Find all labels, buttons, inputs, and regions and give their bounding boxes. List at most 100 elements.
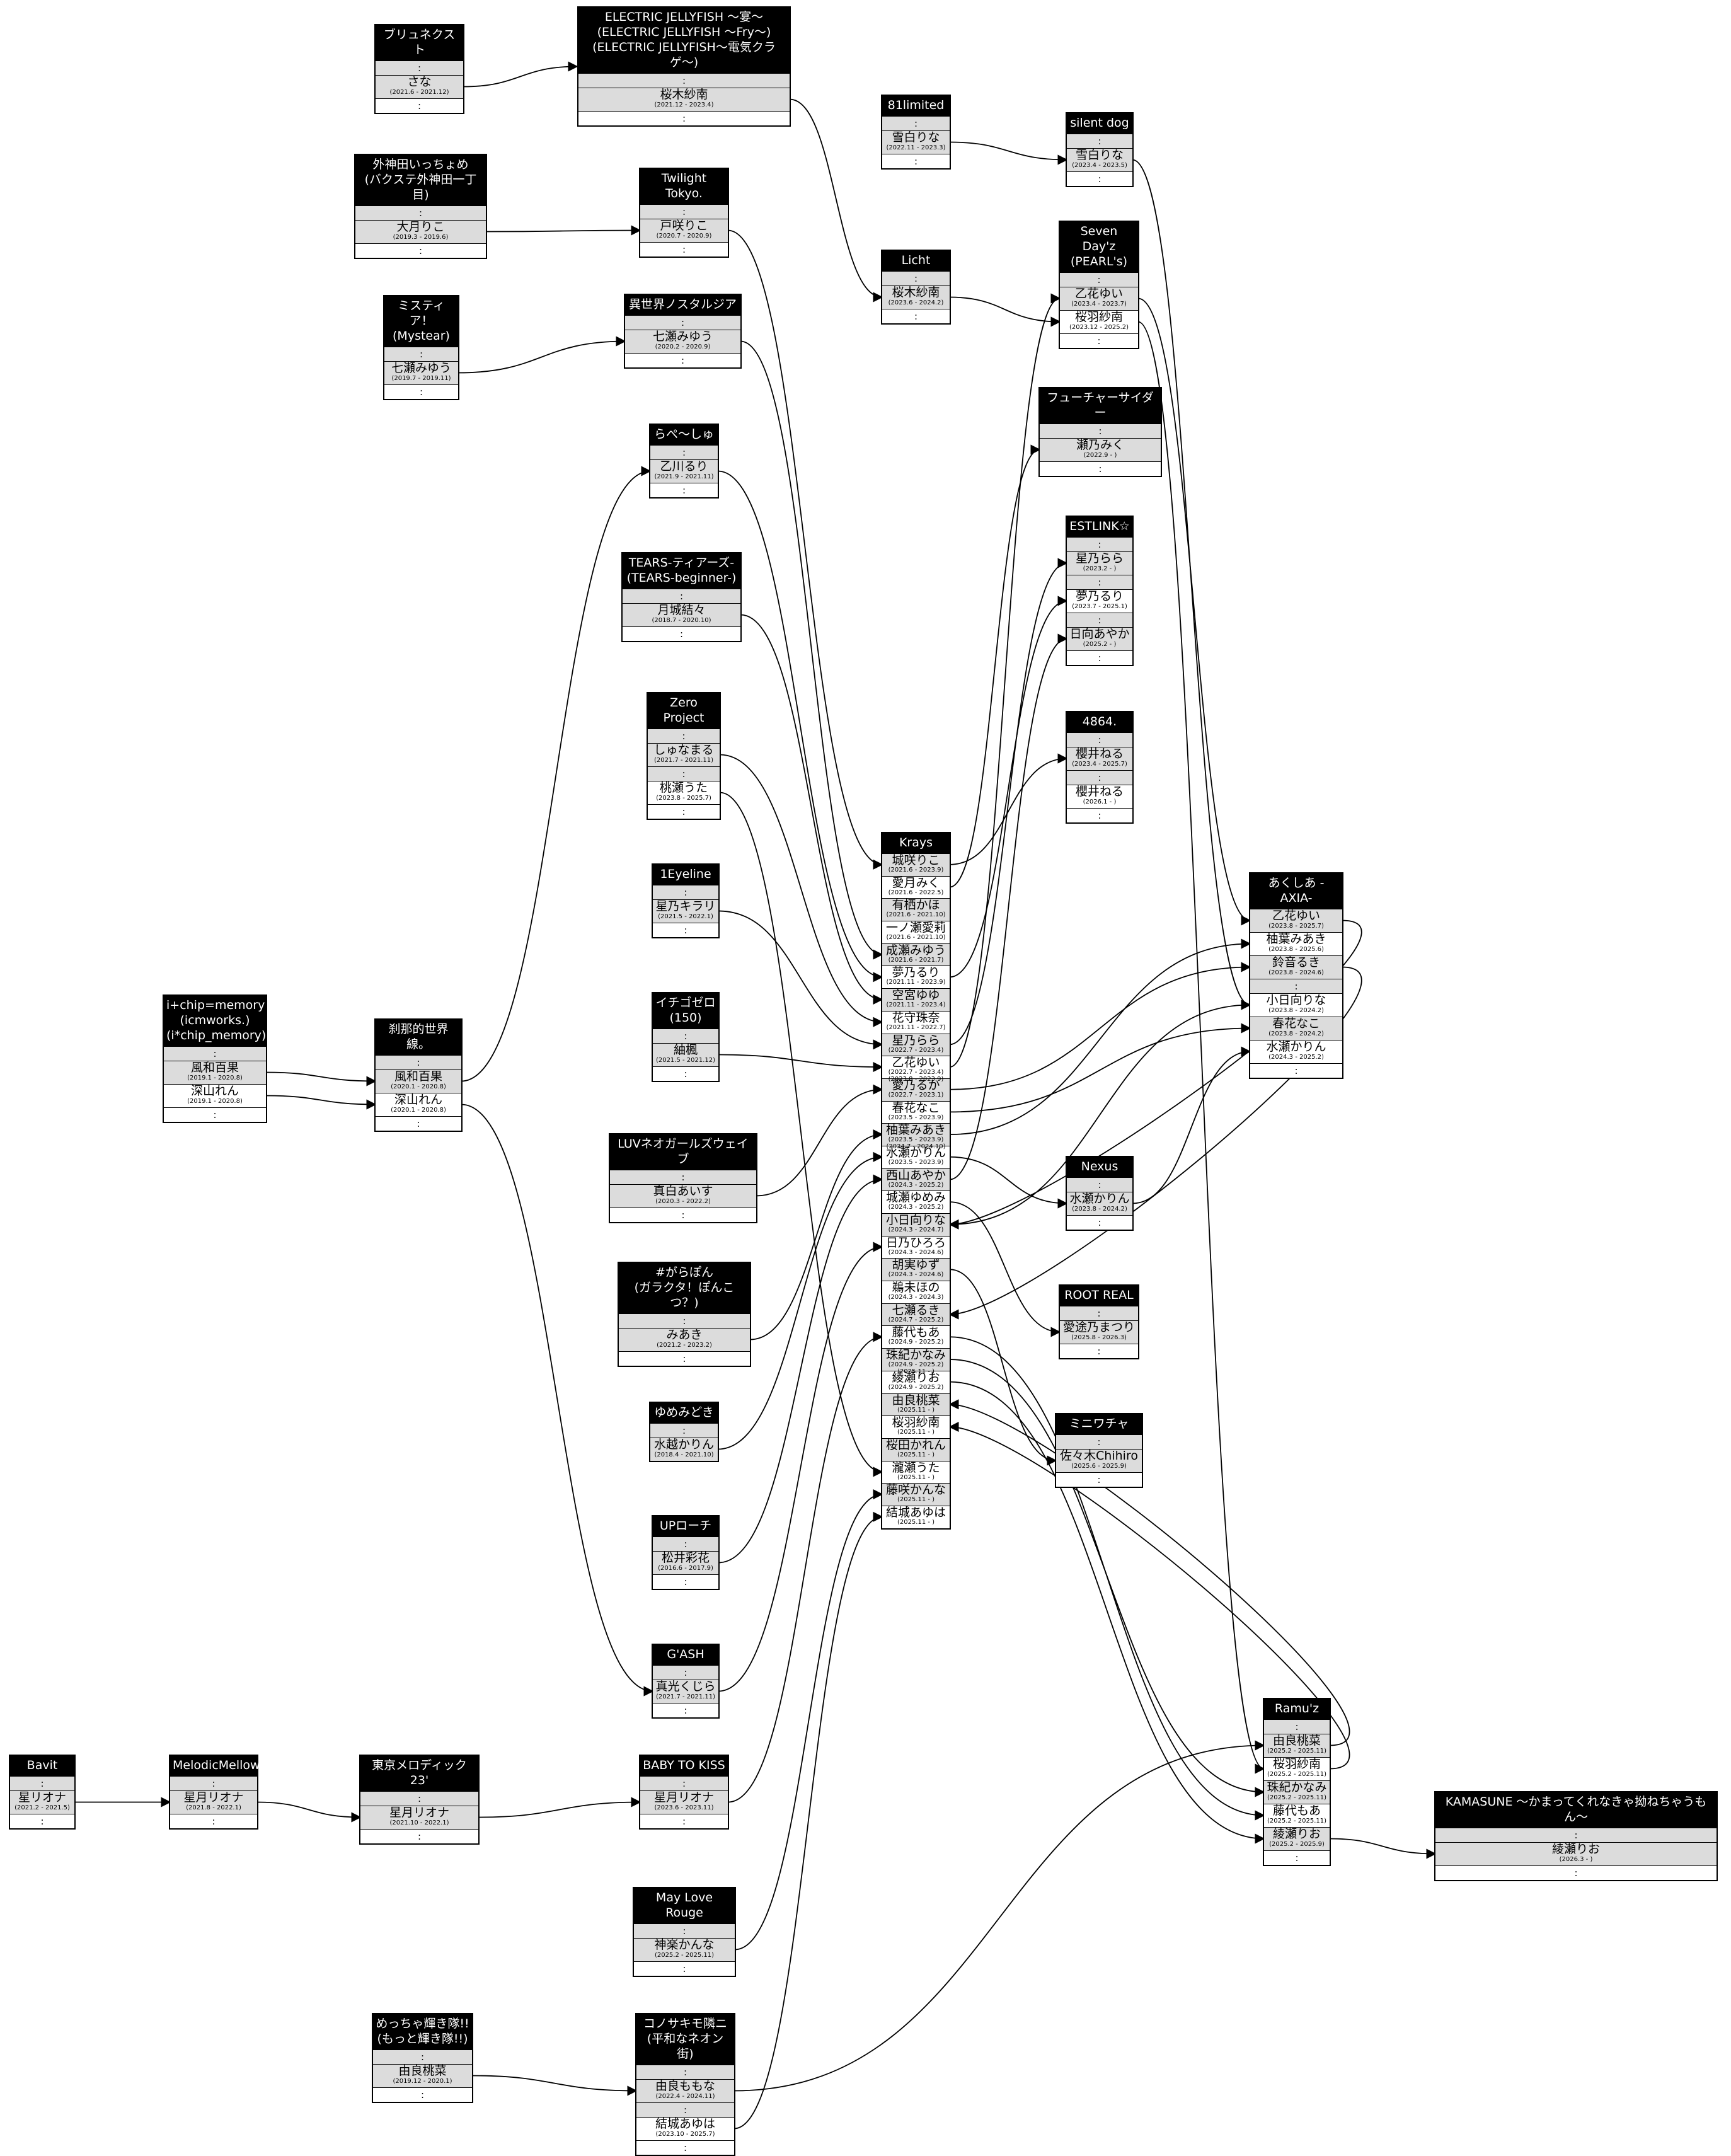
group-title: ミスティア！ (Mystear) [384,296,458,347]
member-row: 紬楓(2021.5 - 2021.12) [653,1043,718,1066]
member-row: 水瀬かりん(2024.3 - 2025.2) [1250,1040,1342,1063]
more-members-ellipsis: : [1060,1306,1138,1320]
group-maylove: May Love Rouge:神楽かんな(2025.2 - 2025.11): [633,1887,736,1977]
group-title: 81limited [882,96,950,116]
member-transfer-edge [1329,1838,1437,1859]
more-members-ellipsis: : [1264,1719,1330,1734]
more-members-ellipsis: : [578,111,790,125]
group-title: ミニワチャ [1056,1414,1142,1434]
group-title: 4864. [1067,712,1132,732]
member-period: (2021.6 - 2023.9) [888,867,944,873]
more-members-ellipsis: : [610,1208,756,1222]
member-period: (2019.1 - 2020.8) [187,1098,243,1105]
group-brunext: ブリュネクスト:さな(2021.6 - 2021.12): [374,24,464,114]
group-title: ブリュネクスト [376,25,463,61]
krays-member-row: 水瀬かりん(2023.5 - 2023.9) [882,1145,950,1168]
group-title: MelodicMellow [170,1756,260,1776]
member-name: 雪白りな [892,130,940,144]
more-members-ellipsis: : [619,1313,750,1328]
group-title: BABY TO KISS [640,1756,728,1776]
member-row: 桜木紗南(2023.6 - 2024.2) [882,285,950,309]
group-title: らぺ〜しゅ [650,425,718,445]
member-name: 月城結々 [657,603,706,617]
member-row: 真白あいす(2020.3 - 2022.2) [610,1184,756,1208]
member-row: 乙川るり(2021.9 - 2021.11) [650,459,718,483]
group-bavit: Bavit:星リオナ(2021.2 - 2021.5): [9,1755,76,1830]
group-title: 東京メロディック23' [360,1756,478,1791]
member-period: (2025.2 - ) [1083,641,1117,648]
group-title: TEARS-ティアーズ- (TEARS-beginner-) [623,553,740,589]
member-name: 愛乃るか [892,1078,940,1092]
member-row: 鈴音るき(2023.8 - 2024.6) [1250,955,1342,979]
group-title: ROOT REAL [1060,1286,1138,1306]
more-members-ellipsis: : [376,98,463,113]
krays-member-row: 愛乃るか(2022.7 - 2023.1) [882,1078,950,1101]
member-period: (2021.12 - 2023.4) [654,101,714,108]
member-name: 神楽かんな [654,1938,715,1952]
member-transfer-edge [949,596,1068,978]
member-row: 雪白りな(2022.11 - 2023.3) [882,130,950,154]
group-axia: あくしあ -AXIA-乙花ゆい(2023.8 - 2025.7)柚葉みあき(20… [1249,872,1343,1079]
member-row: 愛途乃まつり(2025.8 - 2026.3) [1060,1320,1138,1344]
member-period: (2021.2 - 2023.2) [657,1342,712,1349]
member-transfer-edge [1137,321,1265,1774]
member-row: 七瀬みゆう(2020.2 - 2020.9) [625,330,740,353]
member-name: 櫻井ねる [1075,747,1124,761]
member-period: (2024.3 - 2025.2) [1268,1054,1324,1061]
member-period: (2021.6 - 2021.10) [886,911,946,919]
member-row: 由良ももな(2022.4 - 2024.11) [636,2079,734,2102]
more-members-ellipsis: : [640,242,728,257]
member-transfer-edge [727,229,883,870]
more-members-ellipsis: : [623,589,740,603]
member-name: 櫻井ねる [1075,785,1124,798]
more-members-ellipsis: : [1250,979,1342,993]
member-period: (2020.1 - 2020.8) [391,1083,446,1090]
member-name: 七瀬みゆう [652,330,713,343]
member-name: 乙花ゆい [1074,287,1123,301]
member-name: 綾瀬りお [1272,1827,1321,1841]
more-members-ellipsis: : [650,1423,718,1438]
member-name: 大月りこ [396,220,445,234]
group-uproach: UPローチ:松井彩花(2016.6 - 2017.9): [652,1515,720,1590]
group-title: #がらぽん (ガラクタ！ぽんこつ？) [619,1263,750,1313]
member-name: 結城あゆは [885,1505,946,1519]
member-period: (2025.2 - 2025.11) [654,1952,715,1959]
member-name: 夢乃るり [1075,589,1124,603]
member-transfer-edge [749,1129,883,1340]
member-period: (2023.10 - 2025.7) [655,2131,715,2138]
member-name: 日向あやか [1069,627,1130,641]
group-title: G'ASH [653,1645,718,1665]
member-name: 水瀬かりん [1069,1192,1130,1206]
group-title: Krays [882,833,950,853]
group-rootreal: ROOT REAL:愛途乃まつり(2025.8 - 2026.3): [1059,1284,1139,1359]
more-members-ellipsis: : [648,729,720,743]
member-row: 日向あやか(2025.2 - ) [1067,627,1132,650]
more-members-ellipsis: : [1067,1215,1132,1230]
member-period: (2023.8 - 2025.6) [1268,946,1324,953]
member-row: 綾瀬りお(2026.3 - ) [1435,1842,1717,1865]
member-name: 西山あやか [885,1168,946,1182]
member-row: 綾瀬りお(2025.2 - 2025.9) [1264,1827,1330,1850]
member-period: (2019.3 - 2019.6) [393,234,449,241]
member-row: 夢乃るり(2023.7 - 2025.1) [1067,589,1132,613]
krays-member-row: 七瀬るき(2024.7 - 2025.2) [882,1303,950,1326]
member-transfer-edge [949,141,1068,165]
member-name: 瀧瀬うた [892,1460,940,1475]
member-name: 日乃ひろろ [885,1235,946,1250]
group-eyeline: 1Eyeline:星乃キラリ(2021.5 - 2022.1): [652,863,720,938]
member-name: 桜羽紗南 [1272,1757,1321,1771]
member-name: 城咲りこ [892,853,940,867]
member-row: 風和百果(2019.1 - 2020.8) [164,1061,266,1084]
member-period: (2023.7 - 2025.1) [1072,603,1127,610]
member-name: 柚葉みあき [1266,932,1326,946]
member-name: 桜木紗南 [892,285,940,299]
group-twilight: Twilight Tokyo.:戸咲りこ(2020.7 - 2020.9): [639,168,729,258]
more-members-ellipsis: : [636,2065,734,2079]
group-title: 1Eyeline [653,865,718,885]
member-row: 深山れん(2020.1 - 2020.8) [376,1093,461,1116]
member-transfer-edge [949,1156,1068,1209]
member-period: (2021.5 - 2022.1) [658,913,713,920]
group-title: KAMASUNE 〜かまってくれなきゃ拗ねちゃうもん〜 [1435,1792,1717,1828]
member-transfer-edge [789,98,883,303]
member-period: (2026.1 - ) [1083,798,1117,805]
